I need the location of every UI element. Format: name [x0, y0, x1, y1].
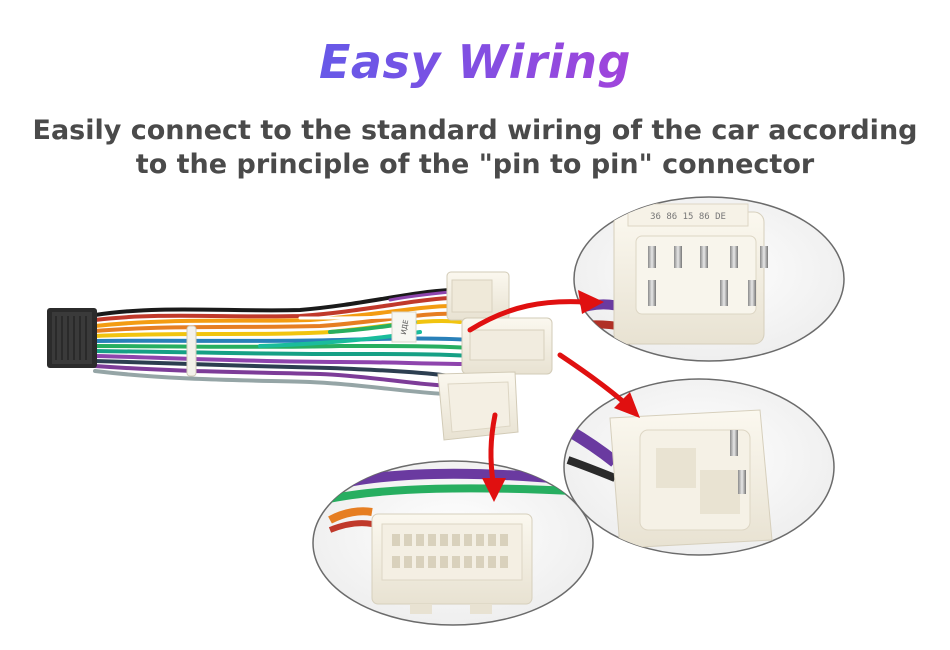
connector-pins: [648, 246, 768, 306]
svg-text:36 86 15 86 DE: 36 86 15 86 DE: [650, 212, 726, 222]
zoom-circle-middle: [563, 378, 835, 556]
arrow-head-bottom: [482, 478, 506, 502]
arrow-head-middle: [614, 392, 640, 418]
svg-text:ИДЕ: ИДЕ: [400, 319, 411, 335]
pointer-arrows: [467, 299, 629, 485]
zoom-circle-top: 36 86 15 86 DE: [573, 196, 845, 362]
wire-tag: ИДЕ: [391, 311, 417, 343]
small-white-connector-a: [446, 271, 510, 321]
headline: Easy Wiring: [0, 32, 950, 92]
zoom-circle-bottom: [312, 460, 594, 626]
pin-grid: [392, 534, 508, 568]
white-24pin-connector: [437, 371, 519, 441]
black-iso-connector: [47, 308, 97, 368]
cable-tie: [186, 325, 197, 377]
arrow-head-top: [578, 290, 604, 314]
subtitle-line-2: to the principle of the "pin to pin" con…: [135, 149, 815, 180]
subtitle-line-1: Easily connect to the standard wiring of…: [32, 115, 918, 146]
